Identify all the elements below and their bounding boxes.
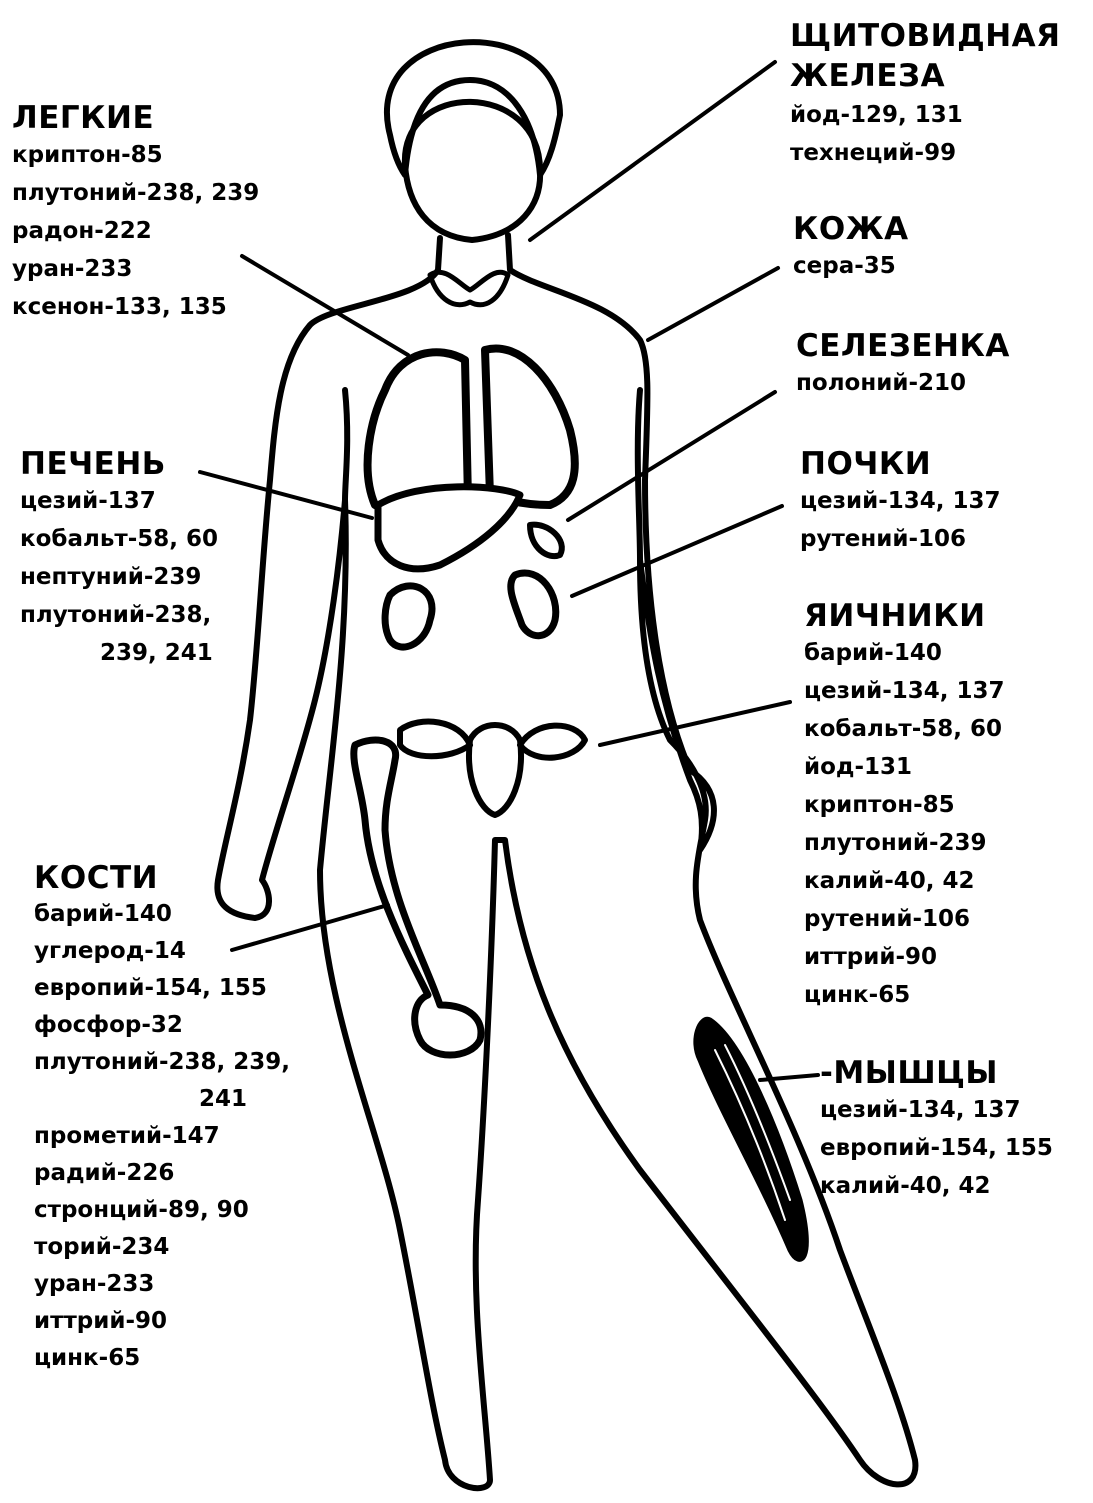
- right-lung: [485, 348, 575, 505]
- leader-line-skin: [648, 268, 778, 340]
- label-liver-title: ПЕЧЕНЬ: [20, 446, 218, 482]
- label-bones-item: уран-233: [34, 1266, 290, 1303]
- label-lungs-title: ЛЕГКИЕ: [12, 100, 259, 136]
- label-ovaries-item: барий-140: [804, 634, 1005, 672]
- femur-bone: [354, 740, 481, 1055]
- label-bones-item: прометий-147: [34, 1118, 290, 1155]
- label-liver-item: плутоний-238,: [20, 596, 218, 634]
- label-ovaries-item: плутоний-239: [804, 824, 1005, 862]
- label-ovaries-item: йод-131: [804, 748, 1005, 786]
- head-outline: [405, 102, 540, 240]
- label-liver-item: кобальт-58, 60: [20, 520, 218, 558]
- label-ovaries-item: кобальт-58, 60: [804, 710, 1005, 748]
- uterus: [469, 725, 521, 815]
- label-spleen-item: полоний-210: [796, 364, 1010, 402]
- label-ovaries-item: иттрий-90: [804, 938, 1005, 976]
- label-bones-item: торий-234: [34, 1229, 290, 1266]
- label-liver: ПЕЧЕНЬ цезий-137 кобальт-58, 60 нептуний…: [20, 446, 218, 672]
- left-ovary: [400, 722, 470, 757]
- label-bones-item: 241: [34, 1081, 290, 1118]
- label-bones-item: углерод-14: [34, 933, 290, 970]
- label-bones-item: стронций-89, 90: [34, 1192, 290, 1229]
- label-bones-item: барий-140: [34, 896, 290, 933]
- hair-outline: [387, 42, 560, 175]
- label-muscles-title: -МЫШЦЫ: [820, 1055, 1053, 1091]
- label-spleen-title: СЕЛЕЗЕНКА: [796, 328, 1010, 364]
- label-muscles-item: цезий-134, 137: [820, 1091, 1053, 1129]
- label-lungs-item: плутоний-238, 239: [12, 174, 259, 212]
- right-ovary: [520, 726, 585, 758]
- spleen: [530, 525, 562, 556]
- label-kidneys: ПОЧКИ цезий-134, 137 рутений-106: [800, 446, 1001, 558]
- label-ovaries-item: цезий-134, 137: [804, 672, 1005, 710]
- label-thyroid-title-2: ЖЕЛЕЗА: [790, 56, 1061, 96]
- label-lungs-item: ксенон-133, 135: [12, 288, 259, 326]
- label-ovaries-item: рутений-106: [804, 900, 1005, 938]
- kidney: [511, 573, 556, 636]
- label-liver-item: цезий-137: [20, 482, 218, 520]
- label-muscles-item: европий-154, 155: [820, 1129, 1053, 1167]
- stomach: [385, 586, 432, 647]
- label-thyroid-item: технеций-99: [790, 134, 1061, 172]
- label-lungs-item: радон-222: [12, 212, 259, 250]
- label-lungs: ЛЕГКИЕ криптон-85 плутоний-238, 239 радо…: [12, 100, 259, 326]
- leader-line-ovaries: [600, 702, 790, 745]
- label-ovaries-item: цинк-65: [804, 976, 1005, 1014]
- label-thyroid-title-1: ЩИТОВИДНАЯ: [790, 16, 1061, 56]
- label-lungs-item: криптон-85: [12, 136, 259, 174]
- label-bones-title: КОСТИ: [34, 860, 290, 896]
- leader-line-lungs: [242, 256, 408, 355]
- label-thyroid: ЩИТОВИДНАЯ ЖЕЛЕЗА йод-129, 131 технеций-…: [790, 16, 1061, 172]
- leader-line-spleen: [568, 392, 775, 520]
- label-ovaries-title: ЯИЧНИКИ: [804, 598, 1005, 634]
- label-bones-item: иттрий-90: [34, 1303, 290, 1340]
- label-bones: КОСТИ барий-140 углерод-14 европий-154, …: [34, 860, 290, 1377]
- label-kidneys-item: рутений-106: [800, 520, 1001, 558]
- label-lungs-item: уран-233: [12, 250, 259, 288]
- liver: [378, 487, 520, 569]
- label-skin: КОЖА сера-35: [793, 211, 909, 285]
- label-kidneys-title: ПОЧКИ: [800, 446, 1001, 482]
- left-arm-inner: [345, 390, 347, 500]
- label-bones-item: плутоний-238, 239,: [34, 1044, 290, 1081]
- leader-line-kidneys: [572, 506, 782, 596]
- label-spleen: СЕЛЕЗЕНКА полоний-210: [796, 328, 1010, 402]
- label-muscles: -МЫШЦЫ цезий-134, 137 европий-154, 155 к…: [820, 1055, 1053, 1205]
- label-thyroid-item: йод-129, 131: [790, 96, 1061, 134]
- label-kidneys-item: цезий-134, 137: [800, 482, 1001, 520]
- label-ovaries: ЯИЧНИКИ барий-140 цезий-134, 137 кобальт…: [804, 598, 1005, 1014]
- label-skin-title: КОЖА: [793, 211, 909, 247]
- label-bones-item: радий-226: [34, 1155, 290, 1192]
- label-ovaries-item: криптон-85: [804, 786, 1005, 824]
- thyroid-gland: [430, 272, 508, 304]
- label-liver-item: нептуний-239: [20, 558, 218, 596]
- label-muscles-item: калий-40, 42: [820, 1167, 1053, 1205]
- label-bones-item: фосфор-32: [34, 1007, 290, 1044]
- label-ovaries-item: калий-40, 42: [804, 862, 1005, 900]
- label-bones-item: цинк-65: [34, 1340, 290, 1377]
- label-skin-item: сера-35: [793, 247, 909, 285]
- leg-muscle: [696, 1019, 806, 1259]
- label-liver-item: 239, 241: [20, 634, 218, 672]
- label-bones-item: европий-154, 155: [34, 970, 290, 1007]
- leader-line-thyroid: [530, 62, 775, 240]
